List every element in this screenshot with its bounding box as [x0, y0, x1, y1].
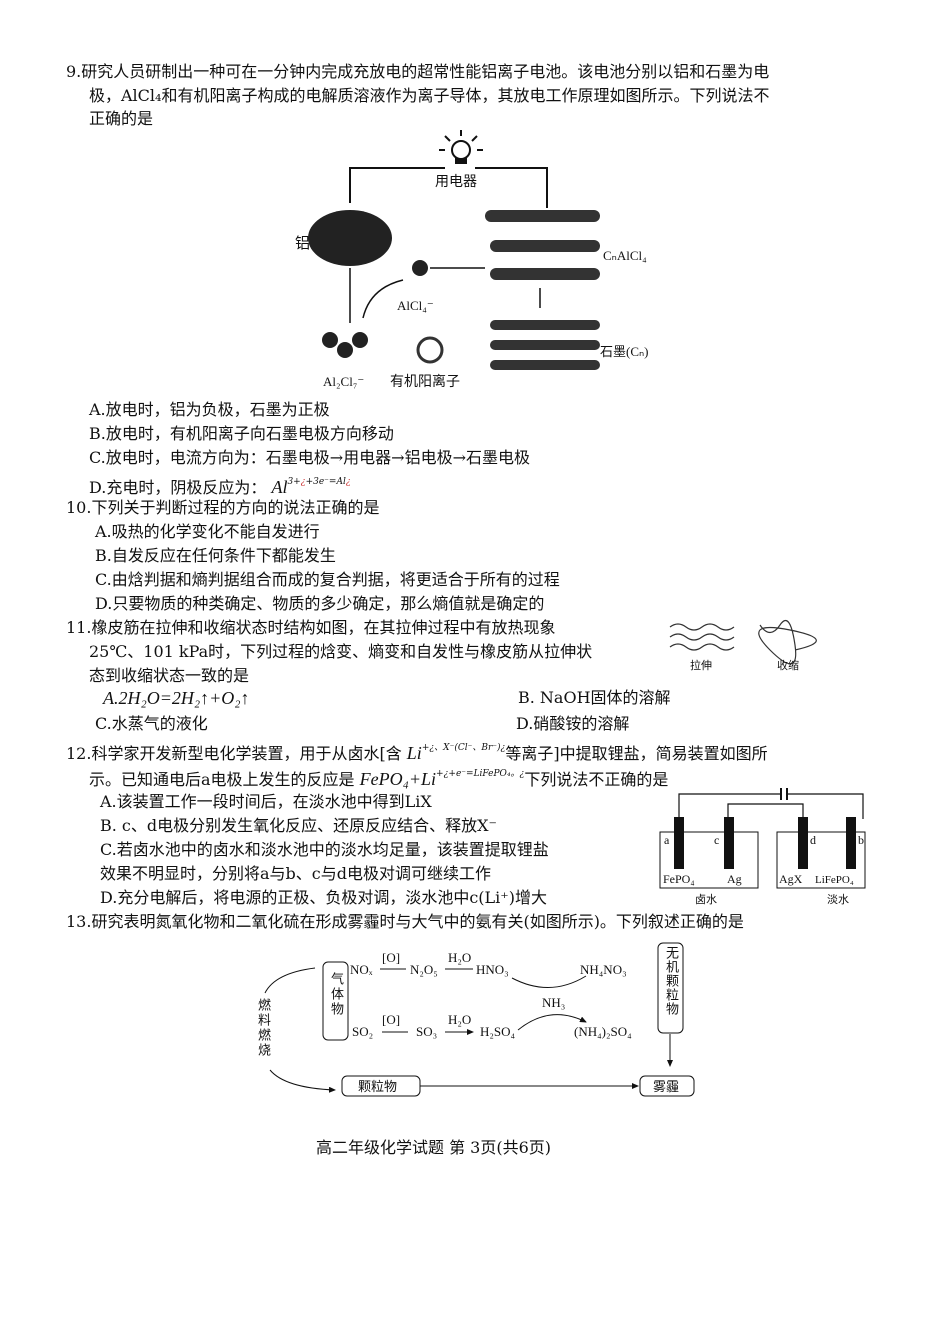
q9-option-b: B.放电时，有机阳离子向石墨电极方向移动: [89, 424, 394, 443]
n2o5-label: N₂O₅: [410, 962, 438, 977]
gas-label: 气体物: [328, 972, 343, 1017]
al2cl7-label: Al₂Cl₇⁻: [323, 374, 364, 389]
electrode-b-label: b: [858, 833, 864, 847]
oxidation-label-1: [O]: [382, 950, 400, 965]
water-label-1: H₂O: [448, 950, 471, 965]
q13-stem: 13.研究表明氮氧化物和二氧化硫在形成雾霾时与大气中的氨有关(如图所示)。下列叙…: [66, 912, 744, 931]
cnalcl4-label: CₙAlCl₄: [603, 248, 647, 263]
power-source-icon: [780, 788, 788, 800]
ag-label: Ag: [727, 872, 742, 886]
h2so4-label: H₂SO₄: [480, 1024, 516, 1039]
q12-stem-line2: 示。已知通电后a电极上发生的反应是 FePO₄+Li+¿+e⁻=LiFePO₄。…: [89, 769, 669, 789]
q10-option-c: C.由焓判据和熵判据组合而成的复合判据，将更适合于所有的过程: [95, 570, 560, 589]
q9-stem-line2: 极，AlCl₄和有机阳离子构成的电解质溶液作为离子导体，其放电工作原理如图所示。…: [89, 86, 770, 105]
q12-option-c-cont: 效果不明显时，分别将a与b、c与d电极对调可继续工作: [100, 864, 491, 883]
q12-option-c: C.若卤水池中的卤水和淡水池中的淡水均足量，该装置提取锂盐: [100, 840, 549, 859]
lightbulb-icon: [439, 130, 483, 164]
electrode-c-label: c: [714, 833, 719, 847]
q10-option-a: A.吸热的化学变化不能自发进行: [95, 522, 320, 541]
electrode-d-label: d: [810, 833, 816, 847]
q9-option-a: A.放电时，铝为负极，石墨为正极: [89, 400, 330, 419]
agx-label: AgX: [779, 872, 803, 886]
lifepo4-label: LiFePO₄: [815, 874, 854, 886]
contracted-label: 收缩: [777, 658, 799, 672]
q12-electrolysis-diagram: a c d b FePO₄ Ag AgX LiFePO₄ 卤水 淡水: [659, 788, 866, 906]
q13-haze-diagram: NOₓ [O] N₂O₅ H₂O HNO₃ NH₄NO₃ NH₃ SO₂ [O]…: [264, 942, 695, 1103]
brine-label: 卤水: [695, 893, 717, 906]
q12-option-b: B. c、d电极分别发生氧化反应、还原反应结合、释放X⁻: [100, 816, 497, 835]
page-footer: 高二年级化学试题 第 3页(共6页): [316, 1138, 552, 1157]
aluminum-label: 铝: [295, 235, 310, 252]
q11-stem-line1: 11.橡皮筋在拉伸和收缩状态时结构如图，在其拉伸过程中有放热现象: [66, 618, 556, 637]
appliance-label: 用电器: [435, 174, 477, 190]
graphite-label: 石墨(Cₙ): [600, 344, 649, 359]
q9-option-d: D.充电时，阴极反应为： Al3+¿+3e⁻=Al¿: [89, 477, 351, 497]
electrode-a-label: a: [664, 833, 670, 847]
nh3-label: NH₃: [542, 995, 565, 1010]
q12-option-d: D.充分电解后，将电源的正极、负极对调，淡水池中c(Li⁺)增大: [100, 888, 547, 907]
q11-option-a: A.2H₂O=2H₂↑+O₂↑: [103, 688, 250, 708]
q9-stem-line1: 9.研究人员研制出一种可在一分钟内完成充放电的超常性能铝离子电池。该电池分别以铝…: [66, 62, 770, 81]
organic-cation-label: 有机阳离子: [390, 373, 460, 390]
nh4no3-label: NH₄NO₃: [580, 962, 627, 977]
fuel-combustion-label: 燃料燃烧: [255, 998, 270, 1058]
q10-stem: 10.下列关于判断过程的方向的说法正确的是: [66, 498, 380, 517]
q11-option-d: D.硝酸铵的溶解: [516, 714, 630, 733]
inorganic-particles-label: 无机颗粒物: [663, 946, 678, 1016]
q11-stem-line2: 25℃、101 kPa时，下列过程的焓变、熵变和自发性与橡皮筋从拉伸状: [89, 642, 593, 661]
fepo4-label: FePO₄: [663, 872, 695, 886]
q10-option-d: D.只要物质的种类确定、物质的多少确定，那么熵值就是确定的: [95, 594, 545, 613]
stretched-label: 拉伸: [690, 658, 712, 672]
q11-stem-line3: 态到收缩状态一致的是: [89, 666, 250, 685]
q10-option-b: B.自发反应在任何条件下都能发生: [95, 546, 336, 565]
nox-label: NOₓ: [350, 962, 373, 977]
q11-option-b: B. NaOH固体的溶解: [518, 688, 671, 707]
q11-option-c: C.水蒸气的液化: [95, 714, 208, 733]
rubber-band-figure: 拉伸 收缩: [669, 620, 817, 672]
hno3-label: HNO₃: [476, 962, 509, 977]
q12-stem-line1: 12.科学家开发新型电化学装置，用于从卤水[含 Li+¿、X⁻(Cl⁻、Br⁻)…: [66, 743, 768, 763]
q12-option-a: A.该装置工作一段时间后，在淡水池中得到LiX: [100, 792, 432, 811]
alcl4-label: AlCl₄⁻: [397, 298, 434, 313]
haze-label: 雾霾: [653, 1079, 679, 1094]
q9-stem-line3: 正确的是: [89, 109, 154, 128]
so3-label: SO₃: [416, 1024, 437, 1039]
q9-option-c: C.放电时，电流方向为：石墨电极→用电器→铝电极→石墨电极: [89, 448, 530, 467]
q9-battery-diagram: 用电器 铝 CₙAlCl₄ AlCl₄⁻ 石墨(Cₙ) Al₂Cl₇⁻ 有机阳离…: [295, 130, 649, 390]
oxidation-label-2: [O]: [382, 1012, 400, 1027]
nh42so4-label: (NH₄)₂SO₄: [574, 1024, 632, 1039]
particles-label: 颗粒物: [358, 1079, 397, 1094]
so2-label: SO₂: [352, 1024, 373, 1039]
water-label-2: H₂O: [448, 1012, 471, 1027]
fresh-water-label: 淡水: [827, 893, 849, 906]
